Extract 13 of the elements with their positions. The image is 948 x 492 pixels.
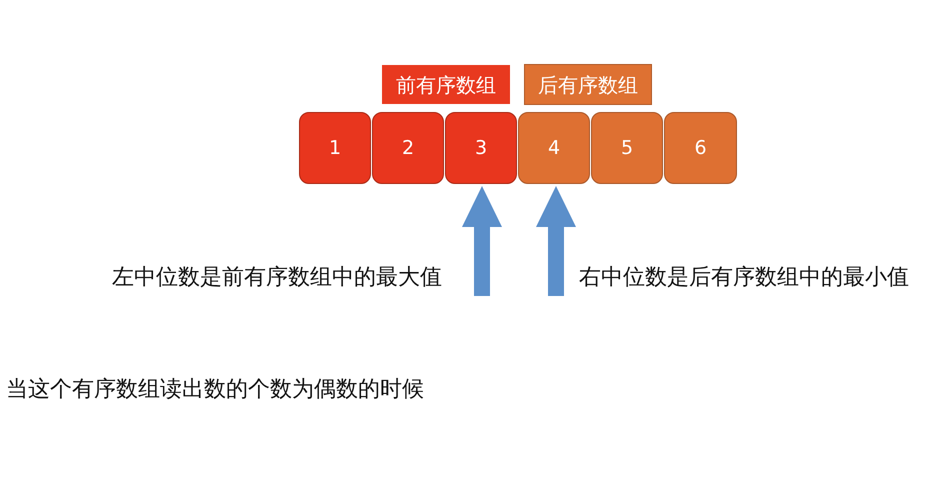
block-arrow xyxy=(536,186,576,296)
annotation-text: 右中位数是后有序数组中的最小值 xyxy=(579,264,909,292)
block-arrow xyxy=(462,186,502,296)
array-cell: 6 xyxy=(664,112,737,184)
annotation-text: 左中位数是前有序数组中的最大值 xyxy=(112,264,442,292)
array-label-tag: 前有序数组 xyxy=(382,65,510,104)
array-cell: 4 xyxy=(518,112,590,184)
caption-text: 当这个有序数组读出数的个数为偶数的时候 xyxy=(6,376,424,404)
array-cell: 2 xyxy=(372,112,444,184)
array-cell: 5 xyxy=(591,112,663,184)
array-label-tag: 后有序数组 xyxy=(524,64,652,105)
array-cell: 3 xyxy=(445,112,517,184)
array-cell: 1 xyxy=(299,112,371,184)
